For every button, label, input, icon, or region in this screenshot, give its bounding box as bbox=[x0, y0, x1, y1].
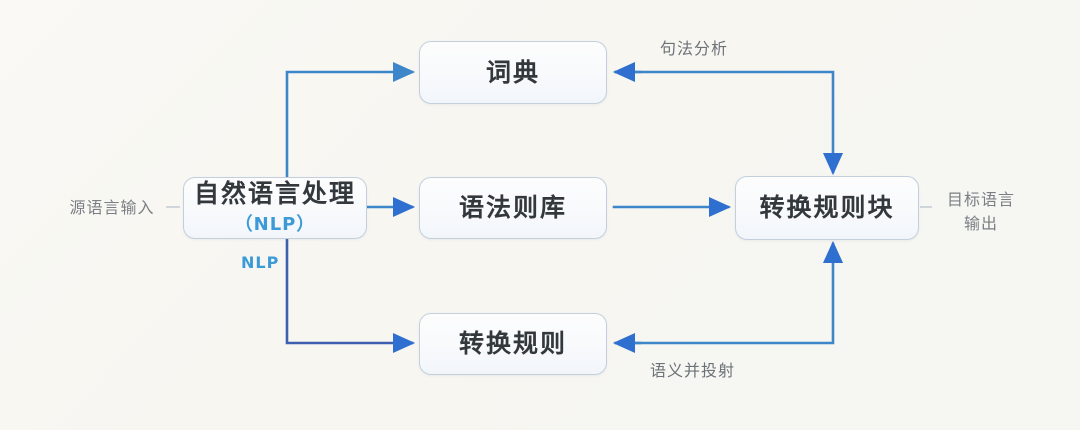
label-source-input-text: 源语言输入 bbox=[69, 198, 155, 217]
node-dictionary-title: 词典 bbox=[485, 57, 540, 87]
node-nlp-title: 自然语言处理 bbox=[193, 179, 356, 209]
edge-nlp-to-transfer-rules bbox=[285, 237, 416, 354]
label-target-output-line2: 输出 bbox=[963, 214, 998, 233]
label-nlp-wire-text: NLP bbox=[241, 253, 280, 272]
label-syntax-analysis-text: 句法分析 bbox=[660, 39, 729, 58]
label-source-input: 源语言输入 bbox=[57, 196, 167, 220]
node-nlp[interactable]: 自然语言处理 （NLP） bbox=[183, 177, 367, 239]
label-semantic-projection-text: 语义并投射 bbox=[650, 361, 736, 380]
label-semantic-projection: 语义并投射 bbox=[650, 357, 735, 381]
edge-dictionary-transfer-block-top bbox=[612, 61, 844, 176]
node-dictionary[interactable]: 词典 bbox=[419, 41, 607, 104]
node-grammar[interactable]: 语法则库 bbox=[419, 177, 607, 239]
node-transfer-rules-title: 转换规则 bbox=[458, 329, 567, 359]
node-transfer-block-title: 转换规则块 bbox=[759, 193, 895, 223]
node-grammar-title: 语法则库 bbox=[458, 193, 567, 223]
label-syntax-analysis: 句法分析 bbox=[660, 35, 728, 59]
label-target-output: 目标语言 输出 bbox=[935, 188, 1027, 236]
node-transfer-block[interactable]: 转换规则块 bbox=[735, 176, 919, 240]
edge-transfer-rules-transfer-block-bottom bbox=[612, 240, 844, 354]
node-nlp-subtitle: （NLP） bbox=[234, 213, 316, 235]
label-target-output-line1: 目标语言 bbox=[946, 190, 1015, 209]
edge-nlp-to-dictionary bbox=[285, 61, 416, 179]
node-transfer-rules[interactable]: 转换规则 bbox=[419, 313, 607, 375]
label-nlp-wire: NLP bbox=[241, 253, 279, 272]
